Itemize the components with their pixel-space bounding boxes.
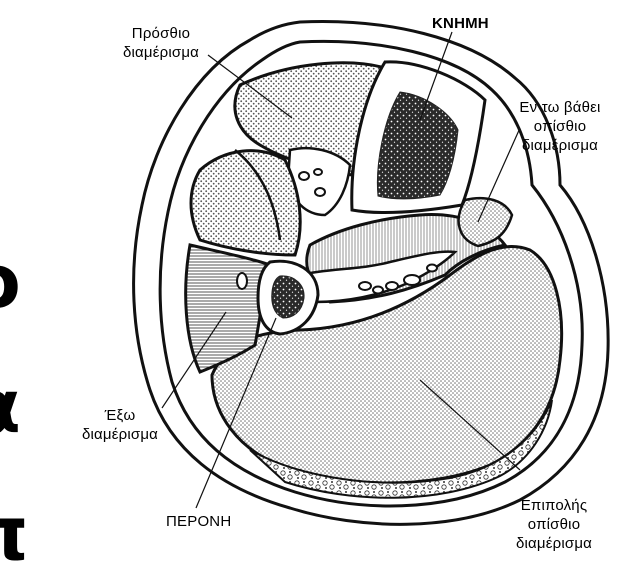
edge-glyph-a: α — [0, 370, 21, 444]
label-lateral-compartment: Έξω διαμέρισμα — [70, 406, 170, 444]
label-superficial-posterior-line1: Επιπολής — [496, 496, 612, 515]
label-lateral-line1: Έξω — [70, 406, 170, 425]
label-deep-posterior-line3: διαμέρισμα — [500, 136, 617, 155]
label-anterior-line2: διαμέρισμα — [106, 43, 216, 62]
label-deep-posterior-compartment: Εν τω βάθει οπίσθιο διαμέρισμα — [500, 98, 617, 155]
label-anterior-line1: Πρόσθιο — [106, 24, 216, 43]
label-deep-posterior-line2: οπίσθιο — [500, 117, 617, 136]
label-deep-posterior-line1: Εν τω βάθει — [500, 98, 617, 117]
label-lateral-line2: διαμέρισμα — [70, 425, 170, 444]
label-superficial-posterior-line2: οπίσθιο — [496, 515, 612, 534]
lateral-muscle-upper — [191, 151, 300, 255]
label-superficial-posterior-line3: διαμέρισμα — [496, 534, 612, 553]
edge-glyph-p: π — [0, 497, 29, 571]
label-tibia: ΚΝΗΜΗ — [432, 14, 489, 33]
label-fibula: ΠΕΡΟΝΗ — [166, 512, 231, 531]
label-anterior-compartment: Πρόσθιο διαμέρισμα — [106, 24, 216, 62]
edge-glyph-o: ο — [0, 245, 21, 319]
lateral-vessel — [237, 273, 247, 289]
label-superficial-posterior-compartment: Επιπολής οπίσθιο διαμέρισμα — [496, 496, 612, 553]
